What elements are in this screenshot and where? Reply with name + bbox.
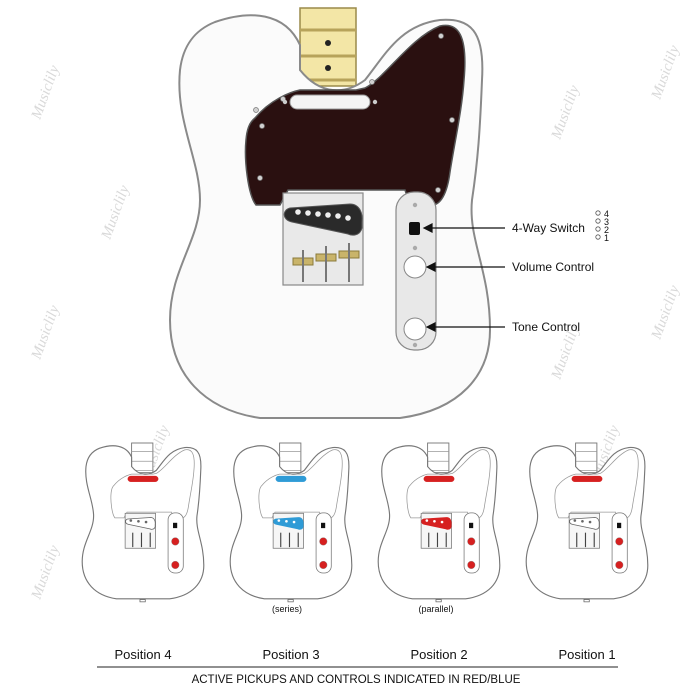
mini-switch	[617, 522, 622, 529]
mini-neck-pickup	[571, 475, 603, 482]
neck-fret-marker	[325, 40, 331, 46]
control-plate-screws	[412, 202, 418, 348]
mini-pickguard	[554, 449, 639, 519]
pickguard	[244, 24, 466, 206]
mini-volume-knob	[467, 537, 476, 546]
position-2-note: (parallel)	[418, 604, 453, 614]
mini-neck	[427, 442, 450, 474]
mini-switch	[469, 522, 474, 529]
mini-neck-pickup	[275, 475, 307, 482]
switch-position-diagrams	[81, 442, 649, 603]
watermark-text: Musiclily	[28, 63, 63, 122]
mini-volume-knob	[171, 537, 180, 546]
mini-bridge-pickup	[125, 517, 156, 530]
watermark-text: Musiclily	[28, 543, 63, 602]
mini-bridge-pickup	[421, 517, 452, 530]
mini-strap-button	[287, 599, 294, 603]
position-diagram	[525, 442, 649, 603]
watermark-text: Musiclily	[548, 83, 583, 142]
mini-pole-piece	[137, 519, 140, 523]
watermark-text: Musiclily	[648, 43, 683, 102]
bridge-pickup-poles	[295, 209, 351, 221]
watermark-text: Musiclily	[28, 303, 63, 362]
mini-neck-pickup	[127, 475, 159, 482]
mini-strap-button	[583, 599, 590, 603]
mini-tone-knob	[171, 560, 180, 569]
pickup-screw	[372, 99, 378, 105]
watermark-text: Musiclily	[98, 183, 133, 242]
position-diagram	[81, 442, 205, 603]
mini-switch	[173, 522, 178, 529]
switch-position-number: 4	[604, 209, 609, 219]
tone-knob	[403, 317, 427, 341]
mini-strap-button	[139, 599, 146, 603]
mini-tone-knob	[467, 560, 476, 569]
mini-strap-button	[435, 599, 442, 603]
switch-callout-label: 4-Way Switch	[512, 221, 585, 235]
switch-position-legend: 4 3 2 1	[595, 209, 609, 243]
mini-pole-piece	[425, 519, 429, 522]
mini-neck	[279, 442, 302, 474]
mini-pole-piece	[440, 520, 444, 524]
mini-volume-knob	[615, 537, 624, 546]
switch-position-number: 1	[604, 233, 609, 243]
mini-neck	[575, 442, 598, 474]
mini-tone-knob	[615, 560, 624, 569]
mini-neck-pickup	[423, 475, 455, 482]
pickup-selector-switch	[409, 222, 420, 235]
mini-pole-piece	[573, 519, 577, 522]
mini-pole-piece	[581, 519, 584, 523]
mini-tone-knob	[319, 560, 328, 569]
mini-bridge-pickup	[569, 517, 600, 530]
volume-knob	[403, 255, 427, 279]
guitar-neck	[299, 7, 357, 87]
neck-pickup	[289, 94, 371, 110]
mini-pole-piece	[129, 519, 133, 522]
position-diagram	[229, 442, 353, 603]
position-4-label: Position 4	[114, 647, 171, 662]
tone-callout-label: Tone Control	[512, 320, 580, 334]
mini-pole-piece	[277, 519, 281, 522]
mini-pole-piece	[588, 520, 592, 524]
mini-pole-piece	[285, 519, 288, 523]
main-guitar-body: 4-Way Switch Volume Control Tone Control…	[169, 7, 609, 420]
neck-fret-marker	[325, 65, 331, 71]
footer-caption: ACTIVE PICKUPS AND CONTROLS INDICATED IN…	[192, 674, 521, 686]
mini-neck	[131, 442, 154, 474]
switch-position-number: 3	[604, 217, 609, 227]
position-3-label: Position 3	[262, 647, 319, 662]
mini-pole-piece	[144, 520, 148, 524]
mini-pickguard	[406, 449, 491, 519]
position-1-label: Position 1	[558, 647, 615, 662]
pickup-screw	[282, 99, 288, 105]
bridge-saddles	[292, 243, 360, 282]
mini-volume-knob	[319, 537, 328, 546]
mini-pole-piece	[433, 519, 436, 523]
mini-pickguard	[110, 449, 195, 519]
mini-bridge-pickup	[273, 517, 304, 530]
volume-callout-label: Volume Control	[512, 260, 594, 274]
mini-switch	[321, 522, 326, 529]
position-2-label: Position 2	[410, 647, 467, 662]
bridge-pickup	[283, 203, 363, 236]
position-3-note: (series)	[272, 604, 302, 614]
mini-pickguard	[258, 449, 343, 519]
position-diagram	[377, 442, 501, 603]
switch-position-number: 2	[604, 225, 609, 235]
mini-pole-piece	[292, 520, 296, 524]
pickguard-screws	[253, 33, 455, 193]
callout-arrows	[422, 223, 505, 332]
watermark-text: Musiclily	[648, 283, 683, 342]
